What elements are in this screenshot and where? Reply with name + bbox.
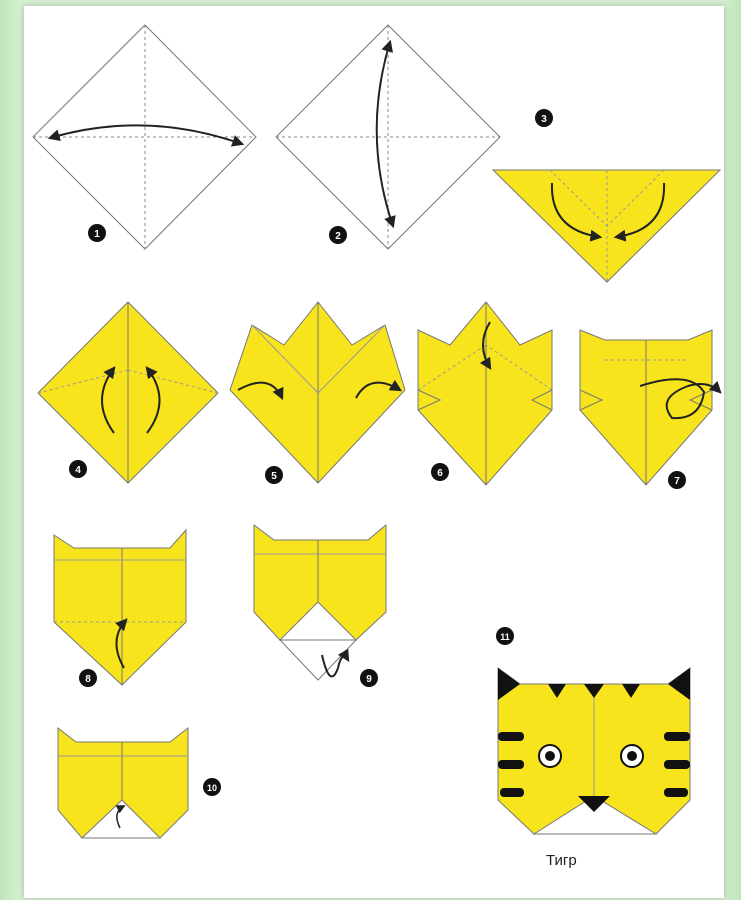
svg-text:9: 9 — [366, 674, 372, 685]
step-9-figure — [254, 525, 386, 680]
step-badge-6: 6 — [431, 463, 449, 481]
step-6-figure — [418, 302, 552, 485]
step-3-figure — [493, 170, 720, 282]
step-badge-2: 2 — [329, 226, 347, 244]
step-badge-3: 3 — [535, 109, 553, 127]
svg-text:4: 4 — [75, 465, 81, 476]
step-badge-4: 4 — [69, 460, 87, 478]
step-badge-5: 5 — [265, 466, 283, 484]
svg-text:1: 1 — [94, 229, 100, 240]
step-badge-10: 10 — [203, 778, 221, 796]
svg-text:11: 11 — [500, 632, 510, 642]
step-8-figure — [54, 530, 186, 685]
step-badge-8: 8 — [79, 669, 97, 687]
step-10-figure — [58, 728, 188, 838]
svg-text:7: 7 — [674, 476, 680, 487]
step-5-figure — [230, 302, 405, 483]
step-badge-7: 7 — [668, 471, 686, 489]
step-11-tiger-face — [498, 668, 690, 834]
svg-text:6: 6 — [437, 468, 443, 479]
svg-text:5: 5 — [271, 471, 277, 482]
svg-text:8: 8 — [85, 674, 91, 685]
svg-text:3: 3 — [541, 114, 547, 125]
step-badge-11: 11 — [496, 627, 514, 645]
step-7-figure — [580, 330, 720, 485]
svg-text:2: 2 — [335, 231, 341, 242]
result-caption: Тигр — [546, 852, 577, 869]
step-badge-1: 1 — [88, 224, 106, 242]
step-1-figure — [33, 25, 256, 249]
step-4-figure — [38, 302, 218, 483]
svg-text:10: 10 — [207, 783, 217, 793]
step-badge-9: 9 — [360, 669, 378, 687]
step-2-figure — [276, 25, 500, 249]
